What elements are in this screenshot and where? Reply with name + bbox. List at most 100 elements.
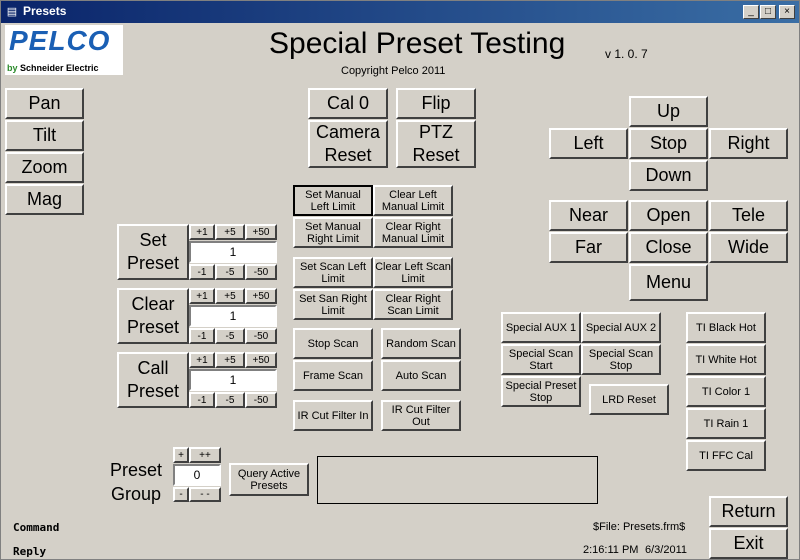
group-plus-button[interactable]: + (173, 447, 189, 463)
group-plusplus-button[interactable]: ++ (189, 447, 221, 463)
group-minus-button[interactable]: - (173, 487, 189, 502)
close-lens-button[interactable]: Close (629, 232, 708, 263)
call-plus1-button[interactable]: +1 (189, 352, 215, 368)
ti-color1-button[interactable]: TI Color 1 (686, 376, 766, 407)
ti-white-hot-button[interactable]: TI White Hot (686, 344, 766, 375)
call-minus5-button[interactable]: -5 (215, 392, 245, 408)
return-button[interactable]: Return (709, 496, 788, 527)
mag-button[interactable]: Mag (5, 184, 84, 215)
right-button[interactable]: Right (709, 128, 788, 159)
call-plus1-label: +1 (196, 354, 208, 366)
clear-left-manual-limit-button[interactable]: Clear Left Manual Limit (373, 185, 453, 216)
auto-scan-button[interactable]: Auto Scan (381, 360, 461, 391)
pan-button[interactable]: Pan (5, 88, 84, 119)
flip-button[interactable]: Flip (396, 88, 476, 119)
clear-preset-line2: Preset (126, 317, 180, 337)
clear-plus5-button[interactable]: +5 (215, 288, 245, 304)
tele-button[interactable]: Tele (709, 200, 788, 231)
special-preset-stop-line1: Special Preset (505, 379, 577, 392)
set-minus1-button[interactable]: -1 (189, 264, 215, 280)
set-scan-left-line1: Set Scan Left (299, 260, 367, 273)
clear-left-scan-limit-button[interactable]: Clear Left Scan Limit (373, 257, 453, 288)
menu-button[interactable]: Menu (629, 264, 708, 301)
frame-scan-button[interactable]: Frame Scan (293, 360, 373, 391)
ir-cut-filter-out-button[interactable]: IR Cut Filter Out (381, 400, 461, 431)
special-aux1-button[interactable]: Special AUX 1 (501, 312, 581, 343)
set-scan-right-limit-button[interactable]: Set San Right Limit (293, 289, 373, 320)
minimize-button[interactable]: _ (743, 5, 759, 19)
clear-right-scan-limit-button[interactable]: Clear Right Scan Limit (373, 289, 453, 320)
call-minus50-button[interactable]: -50 (245, 392, 277, 408)
clear-right-manual-limit-button[interactable]: Clear Right Manual Limit (373, 217, 453, 248)
clear-preset-button[interactable]: Clear Preset (117, 288, 189, 344)
ti-black-hot-button[interactable]: TI Black Hot (686, 312, 766, 343)
clear-minus50-button[interactable]: -50 (245, 328, 277, 344)
call-plus5-label: +5 (224, 354, 236, 366)
clear-plus1-button[interactable]: +1 (189, 288, 215, 304)
tilt-button[interactable]: Tilt (5, 120, 84, 151)
down-button[interactable]: Down (629, 160, 708, 191)
ti-color1-label: TI Color 1 (701, 385, 751, 398)
title-bar[interactable]: ▤ Presets _ □ × (1, 1, 799, 23)
set-manual-right-limit-button[interactable]: Set Manual Right Limit (293, 217, 373, 248)
call-plus50-button[interactable]: +50 (245, 352, 277, 368)
set-plus50-button[interactable]: +50 (245, 224, 277, 240)
call-preset-input[interactable]: 1 (189, 369, 277, 391)
down-label: Down (645, 165, 692, 185)
wide-button[interactable]: Wide (709, 232, 788, 263)
call-preset-button[interactable]: Call Preset (117, 352, 189, 408)
set-scan-right-line2: Limit (321, 304, 345, 317)
clear-minus1-button[interactable]: -1 (189, 328, 215, 344)
query-active-presets-button[interactable]: Query Active Presets (229, 463, 309, 496)
near-button[interactable]: Near (549, 200, 628, 231)
lrd-reset-button[interactable]: LRD Reset (589, 384, 669, 415)
set-scan-left-limit-button[interactable]: Set Scan Left Limit (293, 257, 373, 288)
close-button[interactable]: × (779, 5, 795, 19)
preset-group-line2: Group (110, 484, 162, 504)
set-preset-input[interactable]: 1 (189, 241, 277, 263)
query-line2: Presets (250, 479, 288, 492)
set-minus5-button[interactable]: -5 (215, 264, 245, 280)
set-preset-button[interactable]: Set Preset (117, 224, 189, 280)
ir-cut-filter-in-button[interactable]: IR Cut Filter In (293, 400, 373, 431)
pelco-logo: PELCO by Schneider Electric (5, 25, 123, 75)
special-scan-start-button[interactable]: Special Scan Start (501, 344, 581, 375)
special-scan-stop-button[interactable]: Special Scan Stop (581, 344, 661, 375)
zoom-button[interactable]: Zoom (5, 152, 84, 183)
special-aux2-button[interactable]: Special AUX 2 (581, 312, 661, 343)
flip-label: Flip (421, 93, 451, 113)
call-minus1-button[interactable]: -1 (189, 392, 215, 408)
stop-button[interactable]: Stop (629, 128, 708, 159)
camera-reset-button[interactable]: Camera Reset (308, 120, 388, 168)
stop-scan-button[interactable]: Stop Scan (293, 328, 373, 359)
group-plusplus-label: ++ (199, 449, 211, 461)
set-minus50-button[interactable]: -50 (245, 264, 277, 280)
call-plus5-button[interactable]: +5 (215, 352, 245, 368)
set-plus5-button[interactable]: +5 (215, 224, 245, 240)
random-scan-button[interactable]: Random Scan (381, 328, 461, 359)
exit-button[interactable]: Exit (709, 528, 788, 559)
clear-minus5-button[interactable]: -5 (215, 328, 245, 344)
far-label: Far (575, 237, 602, 257)
ti-ffc-cal-button[interactable]: TI FFC Cal (686, 440, 766, 471)
special-preset-stop-button[interactable]: Special Preset Stop (501, 376, 581, 407)
clear-plus50-button[interactable]: +50 (245, 288, 277, 304)
set-plus1-button[interactable]: +1 (189, 224, 215, 240)
clear-preset-input[interactable]: 1 (189, 305, 277, 327)
open-button[interactable]: Open (629, 200, 708, 231)
up-button[interactable]: Up (629, 96, 708, 127)
left-button[interactable]: Left (549, 128, 628, 159)
cal0-button[interactable]: Cal 0 (308, 88, 388, 119)
preset-group-input[interactable]: 0 (173, 464, 221, 486)
set-manual-left-limit-button[interactable]: Set Manual Left Limit (293, 185, 373, 216)
group-minusminus-button[interactable]: - - (189, 487, 221, 502)
set-manual-right-line2: Right Limit (307, 232, 359, 245)
maximize-button[interactable]: □ (760, 5, 776, 19)
ti-rain1-label: TI Rain 1 (703, 417, 749, 430)
ti-rain1-button[interactable]: TI Rain 1 (686, 408, 766, 439)
ptz-reset-button[interactable]: PTZ Reset (396, 120, 476, 168)
up-label: Up (656, 101, 680, 121)
time-label: 2:16:11 PM (583, 544, 639, 556)
call-plus50-label: +50 (252, 354, 270, 366)
far-button[interactable]: Far (549, 232, 628, 263)
